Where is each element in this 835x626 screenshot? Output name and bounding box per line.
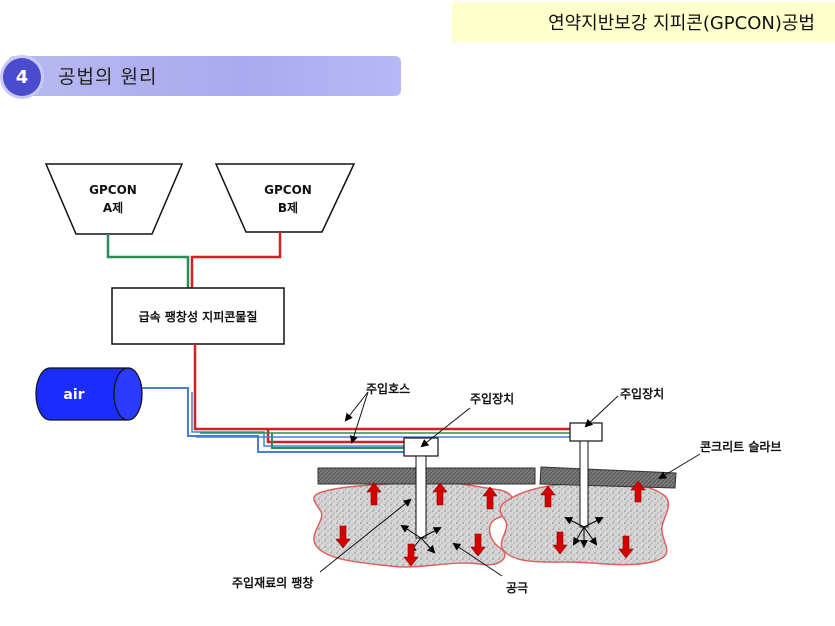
injector-right-pipe (579, 440, 589, 528)
air-tank-label: air (63, 387, 84, 403)
hopper-b (214, 163, 356, 233)
hopper-a-label-1: GPCON (89, 183, 137, 197)
hopper-a (44, 163, 184, 235)
line-b-red (190, 232, 282, 288)
hose-red-branch (266, 429, 404, 444)
label-hose: 주입호스 (366, 382, 410, 396)
section-number-badge: 4 (3, 58, 41, 96)
page-title-box: 연약지반보강 지피콘(GPCON)공법 (452, 2, 835, 42)
section-header-bar (8, 56, 401, 96)
label-slab: 콘크리트 슬라브 (700, 439, 781, 454)
hopper-b-label-1: GPCON (264, 183, 312, 197)
mixer-label: 급속 팽창성 지피콘물질 (139, 309, 258, 324)
air-tank: air (35, 367, 143, 421)
hose-blue-inner (191, 392, 404, 447)
hose-blue-outer (142, 387, 404, 453)
mixer-box (111, 287, 285, 345)
callout-lines (319, 391, 701, 577)
concrete-slab-right (539, 466, 677, 489)
injector-left-pipe (415, 455, 427, 539)
label-injector-left: 주입장치 (470, 391, 514, 406)
line-a-green (106, 234, 190, 288)
pressure-arrows (335, 480, 646, 567)
dispersion-arrows (400, 517, 604, 554)
label-expansion: 주입재료의 팽창 (232, 575, 313, 590)
hopper-a-label-2: A제 (103, 201, 123, 215)
section-title: 공법의 원리 (58, 66, 158, 88)
injector-left (403, 437, 439, 457)
hose-red-main (193, 344, 570, 431)
hopper-b-label-2: B제 (278, 201, 298, 215)
label-injector-right: 주입장치 (620, 386, 664, 401)
hose-green-branch (271, 433, 404, 449)
label-void: 공극 (506, 581, 528, 595)
page-title: 연약지반보강 지피콘(GPCON)공법 (548, 13, 815, 34)
